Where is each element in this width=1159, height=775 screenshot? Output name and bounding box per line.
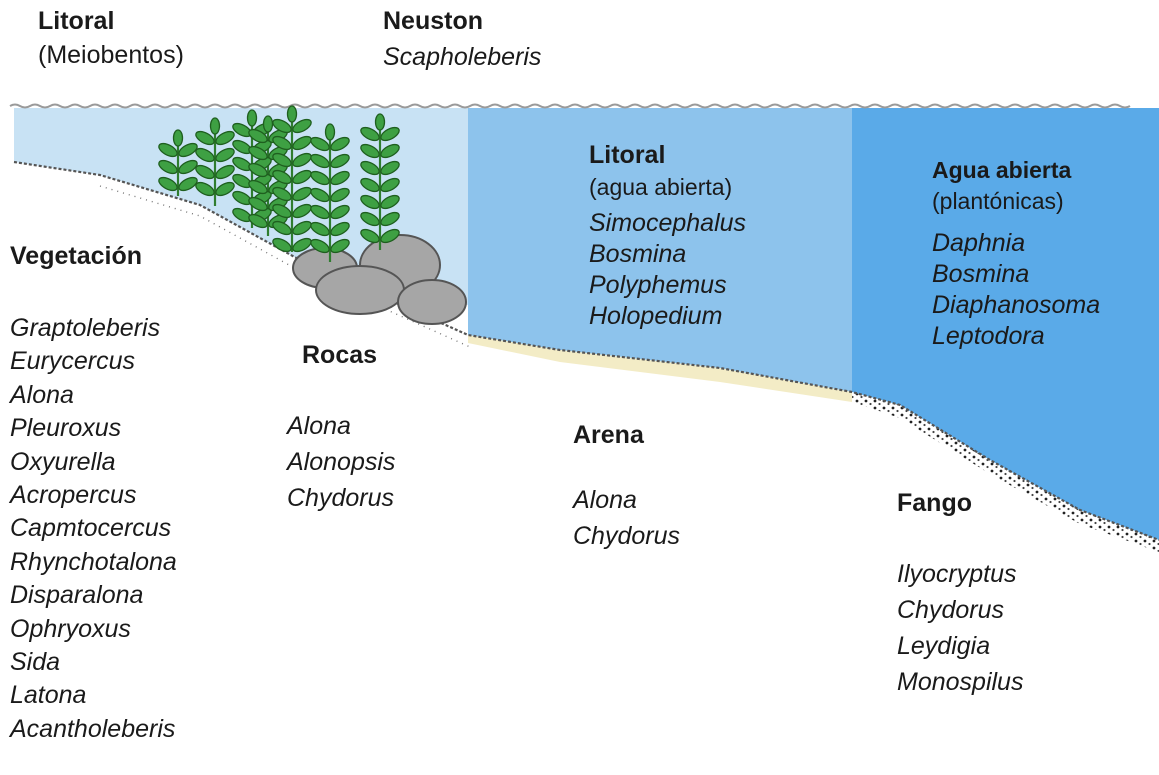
zone-title-neuston: Neuston <box>383 6 483 36</box>
species-item: Alona <box>287 408 395 444</box>
plant-leaf <box>211 118 220 134</box>
species-item: Diaphanosoma <box>932 290 1100 321</box>
plant-leaf <box>326 124 335 140</box>
species-item: Chydorus <box>287 480 395 516</box>
species-item: Disparalona <box>10 579 177 612</box>
neuston-species: Scapholeberis <box>383 42 541 72</box>
plant-leaf <box>264 116 273 132</box>
zone-title-fango: Fango <box>897 488 972 518</box>
zone-title-rocas: Rocas <box>302 340 377 370</box>
zone-subtitle-agua-abierta: (agua abierta) <box>589 174 732 202</box>
species-item: Pleuroxus <box>10 412 177 445</box>
species-item: Simocephalus <box>589 208 746 239</box>
zone-subtitle-plantonicas: (plantónicas) <box>932 188 1064 216</box>
plant-leaf <box>288 106 297 122</box>
species-item: Bosmina <box>932 259 1100 290</box>
species-list-litoral-open: Simocephalus Bosmina Polyphemus Holopedi… <box>589 208 746 332</box>
zone-subtitle-meiobentos: (Meiobentos) <box>38 40 184 70</box>
species-item: Alona <box>10 379 177 412</box>
species-item: Graptoleberis <box>10 312 177 345</box>
species-item: Alonopsis <box>287 444 395 480</box>
zone-title-agua-abierta: Agua abierta <box>932 157 1071 185</box>
zone-title-litoral-meiobentos: Litoral <box>38 6 114 36</box>
species-item: Holopedium <box>589 301 746 332</box>
zone-title-vegetacion: Vegetación <box>10 241 142 271</box>
species-item: Latona <box>10 679 177 712</box>
plant-leaf <box>174 130 183 146</box>
water-surface-line <box>10 105 1130 108</box>
species-item: Alona <box>573 482 680 518</box>
species-list-arena: Alona Chydorus <box>573 482 680 554</box>
species-item: Bosmina <box>589 239 746 270</box>
zone-title-litoral-open: Litoral <box>589 140 665 170</box>
species-item: Sida <box>10 646 177 679</box>
species-item: Capmtocercus <box>10 512 177 545</box>
species-list-agua-abierta: Daphnia Bosmina Diaphanosoma Leptodora <box>932 228 1100 352</box>
species-item: Daphnia <box>932 228 1100 259</box>
species-item: Leptodora <box>932 321 1100 352</box>
zone-title-arena: Arena <box>573 420 644 450</box>
species-item: Monospilus <box>897 664 1023 700</box>
species-list-vegetacion: Graptoleberis Eurycercus Alona Pleuroxus… <box>10 312 177 746</box>
species-item: Eurycercus <box>10 345 177 378</box>
species-list-fango: Ilyocryptus Chydorus Leydigia Monospilus <box>897 556 1023 700</box>
species-list-rocas: Alona Alonopsis Chydorus <box>287 408 395 516</box>
species-item: Acantholeberis <box>10 713 177 746</box>
species-item: Chydorus <box>897 592 1023 628</box>
plant-leaf <box>248 110 257 126</box>
species-item: Rhynchotalona <box>10 546 177 579</box>
species-item: Leydigia <box>897 628 1023 664</box>
species-item: Chydorus <box>573 518 680 554</box>
species-item: Polyphemus <box>589 270 746 301</box>
plant-leaf <box>376 114 385 130</box>
species-item: Ilyocryptus <box>897 556 1023 592</box>
species-item: Oxyurella <box>10 446 177 479</box>
species-item: Ophryoxus <box>10 613 177 646</box>
species-item: Acropercus <box>10 479 177 512</box>
